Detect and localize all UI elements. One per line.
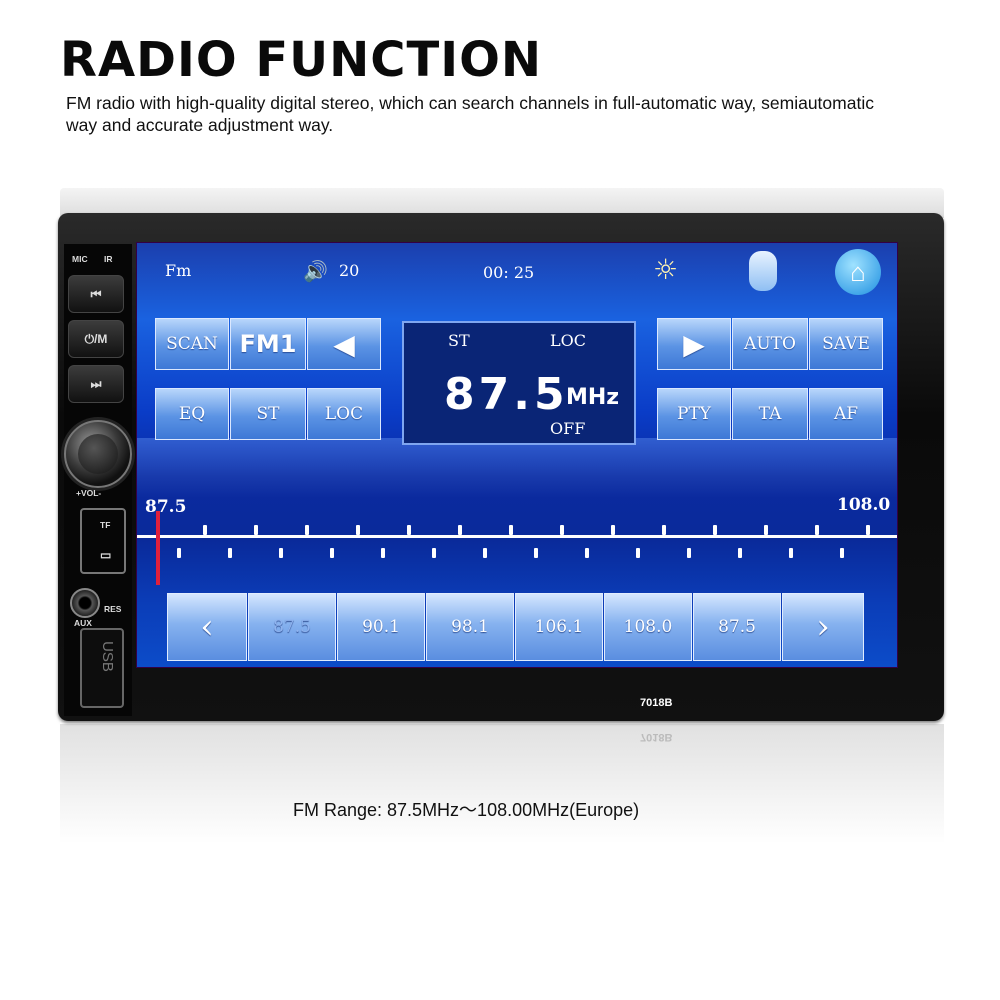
- scale-tick: [355, 525, 360, 535]
- scale-tick: [279, 548, 283, 558]
- preset-prev-button[interactable]: ‹: [167, 593, 247, 661]
- scale-tick: [534, 548, 538, 558]
- ir-label: IR: [104, 254, 113, 264]
- volume-icon[interactable]: 🔊: [303, 259, 328, 283]
- page-description: FM radio with high-quality digital stere…: [66, 93, 874, 135]
- power-mode-button[interactable]: ⏻/M: [68, 320, 124, 358]
- usb-label: USB: [98, 641, 116, 672]
- scale-tick: [585, 548, 589, 558]
- frequency-unit: MHz: [566, 385, 620, 410]
- stereo-indicator: ST: [448, 331, 470, 350]
- bluetooth-icon[interactable]: [749, 251, 777, 291]
- preset-item[interactable]: 108.0: [604, 593, 692, 661]
- mic-label: MIC: [72, 254, 88, 264]
- screen-glow: [137, 438, 897, 498]
- usb-port[interactable]: [80, 628, 124, 708]
- tuning-scale[interactable]: [137, 535, 897, 538]
- auto-button[interactable]: AUTO: [732, 318, 808, 370]
- source-label: Fm: [165, 261, 192, 280]
- aux-label: AUX: [74, 618, 92, 628]
- touchscreen: Fm 🔊 20 00: 25 ☼ ⌂ SCAN FM1 ◀ EQ ST LOC …: [136, 242, 898, 668]
- triangle-right-icon: ▶: [683, 327, 705, 361]
- triangle-left-icon: ◀: [333, 327, 355, 361]
- ta-button[interactable]: TA: [732, 388, 808, 440]
- preset-item[interactable]: 87.5: [693, 593, 781, 661]
- power-icon: ⏻/M: [84, 331, 108, 346]
- reset-label: RES: [104, 604, 122, 614]
- home-icon[interactable]: ⌂: [835, 249, 881, 295]
- scale-tick: [304, 525, 309, 535]
- tuning-needle[interactable]: [156, 511, 160, 585]
- save-button[interactable]: SAVE: [809, 318, 883, 370]
- frequency-value: 87.5: [444, 369, 569, 420]
- seek-back-button[interactable]: ◀: [307, 318, 381, 370]
- next-track-icon: ⏭: [90, 376, 102, 391]
- scale-tick: [661, 525, 666, 535]
- scale-tick: [406, 525, 411, 535]
- af-button[interactable]: AF: [809, 388, 883, 440]
- eq-button[interactable]: EQ: [155, 388, 229, 440]
- next-track-button[interactable]: ⏭: [68, 365, 124, 403]
- clock: 00: 25: [483, 263, 535, 282]
- scale-tick: [559, 525, 564, 535]
- tf-label: TF: [100, 520, 111, 530]
- volume-label: +VOL-: [76, 488, 102, 498]
- pty-button[interactable]: PTY: [657, 388, 731, 440]
- chevron-left-icon: ‹: [200, 607, 214, 647]
- scale-tick: [840, 548, 844, 558]
- seek-forward-button[interactable]: ▶: [657, 318, 731, 370]
- scale-tick: [712, 525, 717, 535]
- preset-item[interactable]: 90.1: [337, 593, 425, 661]
- sd-card-icon: ▭: [100, 548, 112, 562]
- scale-tick: [610, 525, 615, 535]
- display-status: OFF: [550, 419, 586, 438]
- scale-tick: [381, 548, 385, 558]
- scale-tick: [457, 525, 462, 535]
- scale-tick: [814, 525, 819, 535]
- scan-button[interactable]: SCAN: [155, 318, 229, 370]
- scale-tick: [687, 548, 691, 558]
- preset-item[interactable]: 98.1: [426, 593, 514, 661]
- tf-card-slot[interactable]: [80, 508, 126, 574]
- model-number: 7018B: [640, 697, 673, 709]
- frequency-display: ST LOC 87.5 MHz OFF: [402, 321, 636, 445]
- device-reflection: [60, 724, 944, 844]
- preset-next-button[interactable]: ›: [782, 593, 864, 661]
- brightness-icon[interactable]: ☼: [653, 253, 679, 286]
- aux-jack[interactable]: [70, 588, 100, 618]
- volume-knob-center: [78, 434, 118, 474]
- volume-knob[interactable]: [64, 420, 132, 488]
- scale-max-label: 108.0: [837, 495, 891, 515]
- volume-level: 20: [339, 261, 360, 280]
- preset-item[interactable]: 87.5: [248, 593, 336, 661]
- scale-tick: [738, 548, 742, 558]
- fm-range-caption: FM Range: 87.5MHz～108.00MHz(Europe): [293, 800, 640, 820]
- local-button[interactable]: LOC: [307, 388, 381, 440]
- prev-track-icon: ⏮: [90, 286, 102, 301]
- page-title: RADIO FUNCTION: [60, 32, 543, 88]
- scale-tick: [330, 548, 334, 558]
- scale-tick: [202, 525, 207, 535]
- band-button[interactable]: FM1: [230, 318, 306, 370]
- scale-tick: [483, 548, 487, 558]
- scale-tick: [228, 548, 232, 558]
- scale-tick: [636, 548, 640, 558]
- scale-tick: [763, 525, 768, 535]
- scale-min-label: 87.5: [145, 497, 187, 517]
- scale-tick: [253, 525, 258, 535]
- model-number-reflection: 7018B: [640, 731, 673, 743]
- scale-tick: [508, 525, 513, 535]
- chevron-right-icon: ›: [816, 607, 830, 647]
- scale-tick: [177, 548, 181, 558]
- preset-item[interactable]: 106.1: [515, 593, 603, 661]
- prev-track-button[interactable]: ⏮: [68, 275, 124, 313]
- stereo-button[interactable]: ST: [230, 388, 306, 440]
- local-indicator: LOC: [550, 331, 586, 350]
- scale-tick: [789, 548, 793, 558]
- scale-tick: [432, 548, 436, 558]
- scale-tick: [865, 525, 870, 535]
